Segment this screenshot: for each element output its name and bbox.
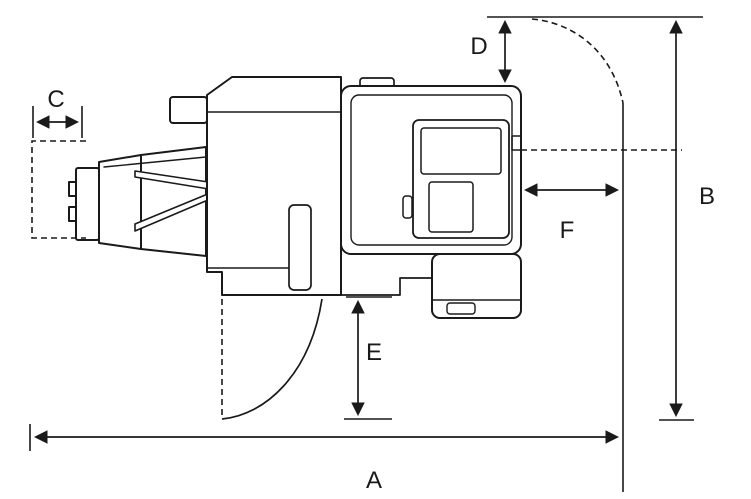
tray-section-outer (98, 154, 142, 250)
output-tray (98, 146, 216, 257)
body-handle-groove (288, 204, 312, 291)
dim-label-f: F (560, 217, 575, 244)
printer-illustration (68, 76, 522, 319)
tray-hinge-block (169, 96, 208, 124)
tray-extended-outline-dashed (31, 140, 86, 239)
rear-unit-foot (446, 302, 476, 315)
front-cover-swing-arc (221, 298, 323, 420)
adf-cover-swing-arc-dashed (531, 18, 624, 104)
dim-label-e: E (366, 339, 382, 366)
tray-cap-tab-lower (68, 206, 77, 222)
adf-document-tray (412, 119, 510, 239)
dim-label-c: C (47, 86, 64, 113)
rear-output-unit (431, 253, 522, 319)
adf-inner-panel-upper (420, 127, 502, 175)
dim-label-a: A (366, 467, 382, 494)
tray-cap-tab-upper (68, 181, 77, 197)
output-tray-end-cap (68, 167, 100, 241)
extension-lines (29, 16, 703, 492)
printer-main-body (206, 76, 342, 296)
scanner-lid-seam (350, 94, 513, 246)
rear-unit-outline (431, 253, 522, 319)
tray-top-seam (103, 156, 207, 168)
adf-handle-nub (402, 195, 413, 219)
scanner-right-notch (511, 135, 522, 151)
dashed-guide-lines (31, 18, 682, 417)
scanner-unit (340, 77, 522, 255)
dim-label-d: D (470, 33, 487, 60)
dimension-arrows (33, 19, 683, 444)
body-step-connector (340, 277, 433, 296)
dim-label-b: B (699, 183, 715, 210)
dimension-labels: A B C D E F (47, 33, 715, 494)
adf-inner-panel-lower (428, 181, 474, 233)
main-body-outline (206, 76, 342, 296)
tray-cap-body (75, 167, 100, 241)
